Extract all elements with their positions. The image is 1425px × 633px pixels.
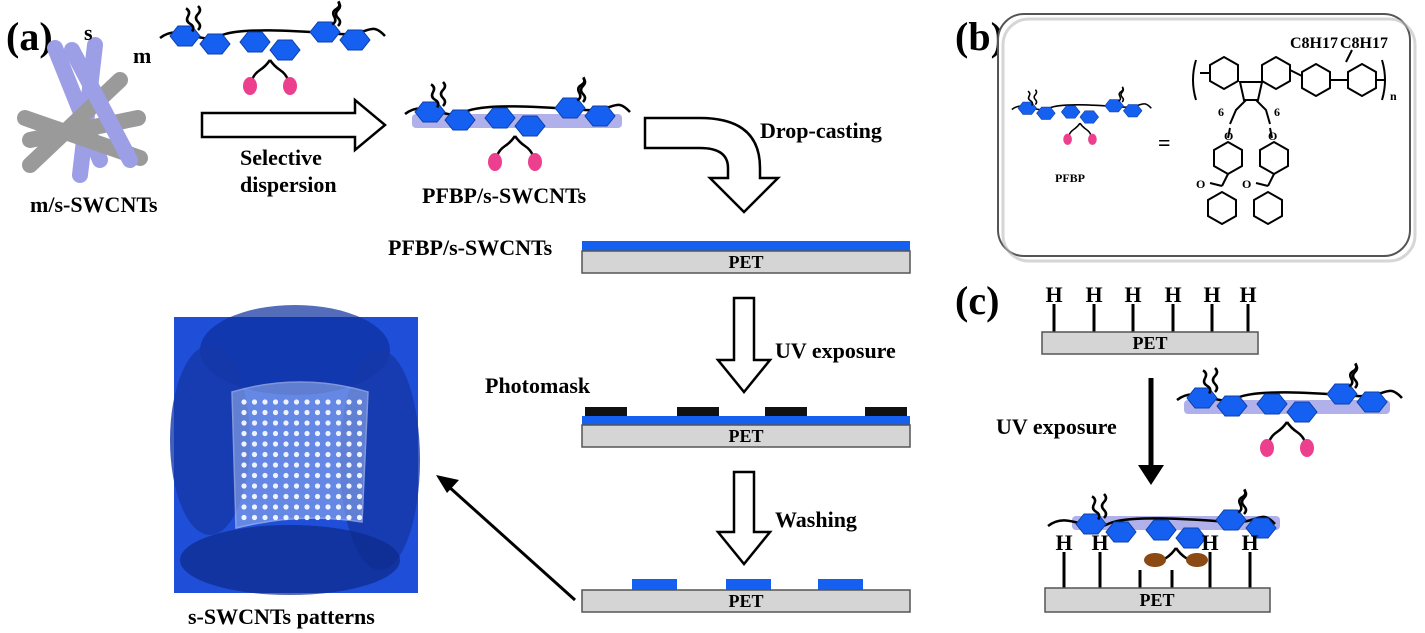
pet-substrate-3 bbox=[581, 589, 911, 613]
metallic-tube-label: m bbox=[133, 43, 151, 68]
svg-text:H: H bbox=[1203, 282, 1220, 307]
panel-c-label: (c) bbox=[955, 278, 999, 323]
pet-label-3: PET bbox=[728, 591, 763, 611]
panel-a-label: (a) bbox=[6, 14, 53, 59]
step-washing: Washing bbox=[775, 507, 857, 532]
pet-label-c1: PET bbox=[1132, 333, 1167, 353]
step-selective-line1: Selective bbox=[240, 145, 322, 170]
ether-oxygen-1: O bbox=[1224, 129, 1233, 143]
polymer-name: PFBP bbox=[1055, 171, 1085, 185]
svg-text:H: H bbox=[1045, 282, 1062, 307]
selective-dispersion-arrow bbox=[200, 97, 387, 153]
free-polymer-chain bbox=[160, 1, 385, 95]
pet-label-2: PET bbox=[728, 426, 763, 446]
photo-caption: s-SWCNTs patterns bbox=[188, 604, 375, 629]
surface-hydrogens: H H H H H H bbox=[1045, 282, 1256, 307]
polymer-film-layer bbox=[582, 241, 910, 251]
grafted-hydrogens: H H H H bbox=[1055, 530, 1258, 555]
step-uv-exposure-c: UV exposure bbox=[996, 414, 1117, 439]
polymer-wrapped-nanotube-c bbox=[1177, 363, 1402, 457]
photomask-label: Photomask bbox=[485, 373, 591, 398]
result-arrow bbox=[436, 475, 577, 602]
washing-arrow bbox=[715, 470, 773, 566]
svg-text:H: H bbox=[1124, 282, 1141, 307]
semiconducting-tube-label: s bbox=[84, 20, 93, 45]
pet-label-c2: PET bbox=[1139, 590, 1174, 610]
carbonyl-oxygen-1: O bbox=[1196, 177, 1205, 191]
svg-text:H: H bbox=[1164, 282, 1181, 307]
uv-exposure-arrow bbox=[715, 296, 773, 394]
structure-frame bbox=[997, 13, 1411, 257]
svg-text:H: H bbox=[1201, 530, 1218, 555]
pfbp-chemical-structure bbox=[1192, 49, 1386, 226]
alkyl-chain-label-1: C8H17 bbox=[1290, 35, 1338, 52]
spacer-label-2: 6 bbox=[1274, 105, 1280, 119]
polymer-wrapped-nanotube bbox=[405, 77, 630, 171]
pet-label-1: PET bbox=[728, 252, 763, 272]
step-drop-casting: Drop-casting bbox=[760, 118, 882, 143]
pet-substrate-1 bbox=[581, 250, 911, 274]
spacer-label-1: 6 bbox=[1218, 105, 1224, 119]
repeat-index: n bbox=[1390, 89, 1397, 103]
svg-text:H: H bbox=[1091, 530, 1108, 555]
film-label: PFBP/s-SWCNTs bbox=[388, 235, 553, 260]
grafted-complex bbox=[1047, 487, 1280, 588]
cnt-mixture-illustration bbox=[17, 37, 148, 183]
ether-oxygen-2: O bbox=[1268, 129, 1277, 143]
panel-b-label: (b) bbox=[955, 14, 1004, 59]
patterned-film-photo bbox=[170, 305, 420, 595]
svg-text:H: H bbox=[1239, 282, 1256, 307]
drop-casting-arrow bbox=[643, 116, 782, 214]
svg-text:H: H bbox=[1085, 282, 1102, 307]
alkyl-chain-label-2: C8H17 bbox=[1340, 35, 1388, 52]
pet-substrate-c2 bbox=[1044, 587, 1271, 613]
step-selective-line2: dispersion bbox=[240, 172, 337, 197]
equals-sign: = bbox=[1158, 130, 1171, 155]
hydrogen-terminated-surface bbox=[1052, 304, 1250, 332]
svg-text:H: H bbox=[1055, 530, 1072, 555]
carbonyl-oxygen-2: O bbox=[1242, 177, 1251, 191]
pet-substrate-2 bbox=[581, 424, 911, 448]
complex-caption: PFBP/s-SWCNTs bbox=[422, 183, 587, 208]
uv-exposure-arrow-c bbox=[1138, 378, 1164, 485]
mixture-caption: m/s-SWCNTs bbox=[30, 192, 158, 217]
photomask bbox=[585, 407, 907, 416]
step-uv-exposure: UV exposure bbox=[775, 338, 896, 363]
pet-substrate-c1 bbox=[1041, 331, 1259, 355]
polymer-film-layer-2 bbox=[582, 416, 910, 425]
svg-text:H: H bbox=[1241, 530, 1258, 555]
patterned-film bbox=[632, 579, 863, 590]
